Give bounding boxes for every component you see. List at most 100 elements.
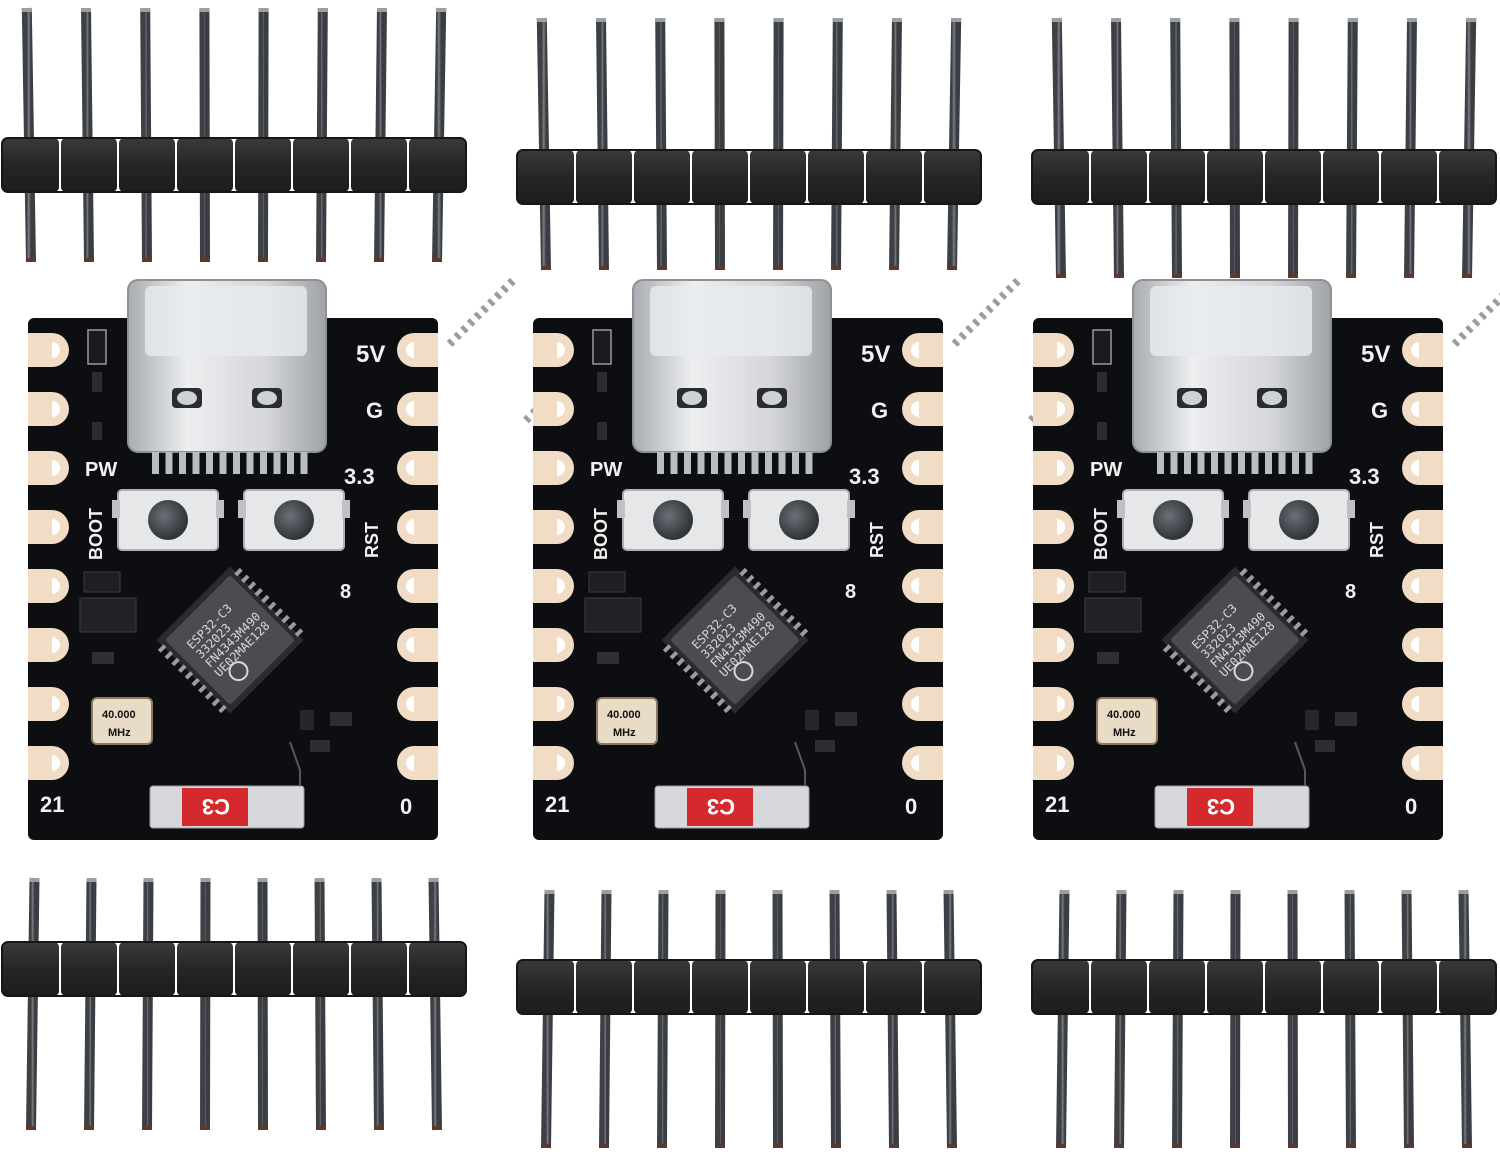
pin-end — [715, 266, 725, 270]
smd-component — [300, 710, 314, 730]
pad-edge — [414, 333, 438, 367]
header-block-segment — [235, 942, 291, 996]
chip-lead — [234, 567, 243, 577]
pin-end — [831, 1144, 841, 1148]
pad-edge — [28, 510, 52, 544]
chip-lead — [716, 697, 726, 707]
chip-lead — [274, 608, 284, 617]
usb-c-lead — [792, 452, 799, 474]
chip-lead — [766, 594, 775, 604]
header-pin — [947, 17, 962, 271]
pin-end — [773, 266, 783, 270]
label-rst: RST — [1367, 522, 1387, 558]
crystal-label-freq: 40.000 — [607, 709, 641, 721]
chip-lead — [184, 671, 194, 680]
pad-edge — [919, 451, 943, 485]
header-block-segment — [1091, 960, 1147, 1014]
chip-lead — [971, 318, 981, 327]
button-cap — [274, 500, 314, 540]
label-8: 8 — [1345, 581, 1356, 603]
pin-tip — [714, 18, 725, 22]
pin-tip — [199, 8, 210, 12]
header-pin — [1056, 889, 1070, 1149]
header-block-segment — [61, 942, 117, 996]
header-pin — [889, 17, 902, 271]
pad-edge — [533, 510, 557, 544]
chip-lead — [178, 664, 187, 673]
usb-c-lead — [1305, 452, 1313, 474]
chip-body — [166, 576, 294, 704]
pin-end — [1172, 1144, 1182, 1148]
pin-end — [316, 258, 326, 262]
usb-c-lead — [165, 452, 173, 474]
pin-end — [1462, 1144, 1472, 1148]
crystal-oscillator — [596, 697, 658, 745]
pad-edge — [533, 569, 557, 603]
pad-edge — [414, 746, 438, 780]
header-pin — [1404, 17, 1417, 279]
pad-edge — [28, 392, 52, 426]
button-leg — [1221, 500, 1229, 518]
header-pin — [374, 7, 387, 263]
header-block-segment — [1033, 150, 1089, 204]
header-pin — [1114, 889, 1127, 1149]
header-block-segment — [293, 138, 349, 192]
pin-tip — [601, 890, 612, 894]
smd-resistor — [1097, 422, 1107, 440]
header-block-outline — [1031, 149, 1497, 205]
header-pin — [1287, 889, 1298, 1149]
led — [592, 329, 612, 365]
pin-end — [200, 258, 210, 262]
chip-lead — [1299, 628, 1309, 637]
pad-edge — [533, 333, 557, 367]
usb-c-hole — [682, 391, 702, 405]
chip-lead — [1279, 608, 1289, 617]
pin-tip — [21, 8, 32, 12]
smd-component — [310, 740, 330, 752]
label-pw: PW — [85, 459, 117, 481]
usb-c-lead — [778, 452, 786, 474]
pin-end — [26, 258, 36, 262]
label-8: 8 — [340, 581, 351, 603]
header-block-segment — [576, 150, 632, 204]
header-block-segment — [1381, 150, 1437, 204]
pin-tip — [829, 890, 840, 894]
pad-edge — [1033, 687, 1057, 721]
chip-lead — [779, 608, 789, 617]
crystal-label-freq: 40.000 — [1107, 709, 1141, 721]
pad-edge — [1419, 687, 1443, 721]
pin-tip — [1347, 18, 1358, 22]
button-leg — [743, 500, 751, 518]
pin-tip — [143, 878, 154, 882]
pin-end — [889, 1144, 899, 1148]
pin-tip — [1401, 890, 1412, 894]
chip-lead — [507, 277, 516, 287]
chip-lead — [240, 574, 250, 584]
pad-edge — [1033, 392, 1057, 426]
header-pin — [428, 877, 442, 1131]
pin-header-bottom — [516, 889, 982, 1149]
crystal-oscillator — [91, 697, 153, 745]
pcb-trace — [1294, 741, 1306, 786]
chip-lead — [676, 657, 685, 667]
label-boot: BOOT — [1091, 508, 1111, 560]
pcb-trace — [289, 741, 301, 786]
header-pin — [257, 877, 268, 1131]
usb-c-hole — [177, 391, 197, 405]
smd-capacitor — [1097, 652, 1119, 664]
chip-lead — [1465, 324, 1474, 334]
header-pin — [199, 7, 210, 263]
pin-end — [541, 1144, 551, 1148]
pin-tip — [1111, 18, 1121, 22]
smd-component — [330, 712, 352, 726]
button-leg — [617, 500, 625, 518]
chip-lead — [487, 298, 496, 307]
header-block-segment — [1207, 960, 1263, 1014]
button-leg — [238, 500, 246, 518]
pad-edge — [533, 687, 557, 721]
smd-component — [1335, 712, 1357, 726]
pin-tip — [1116, 890, 1127, 894]
pin-tip — [140, 8, 151, 12]
